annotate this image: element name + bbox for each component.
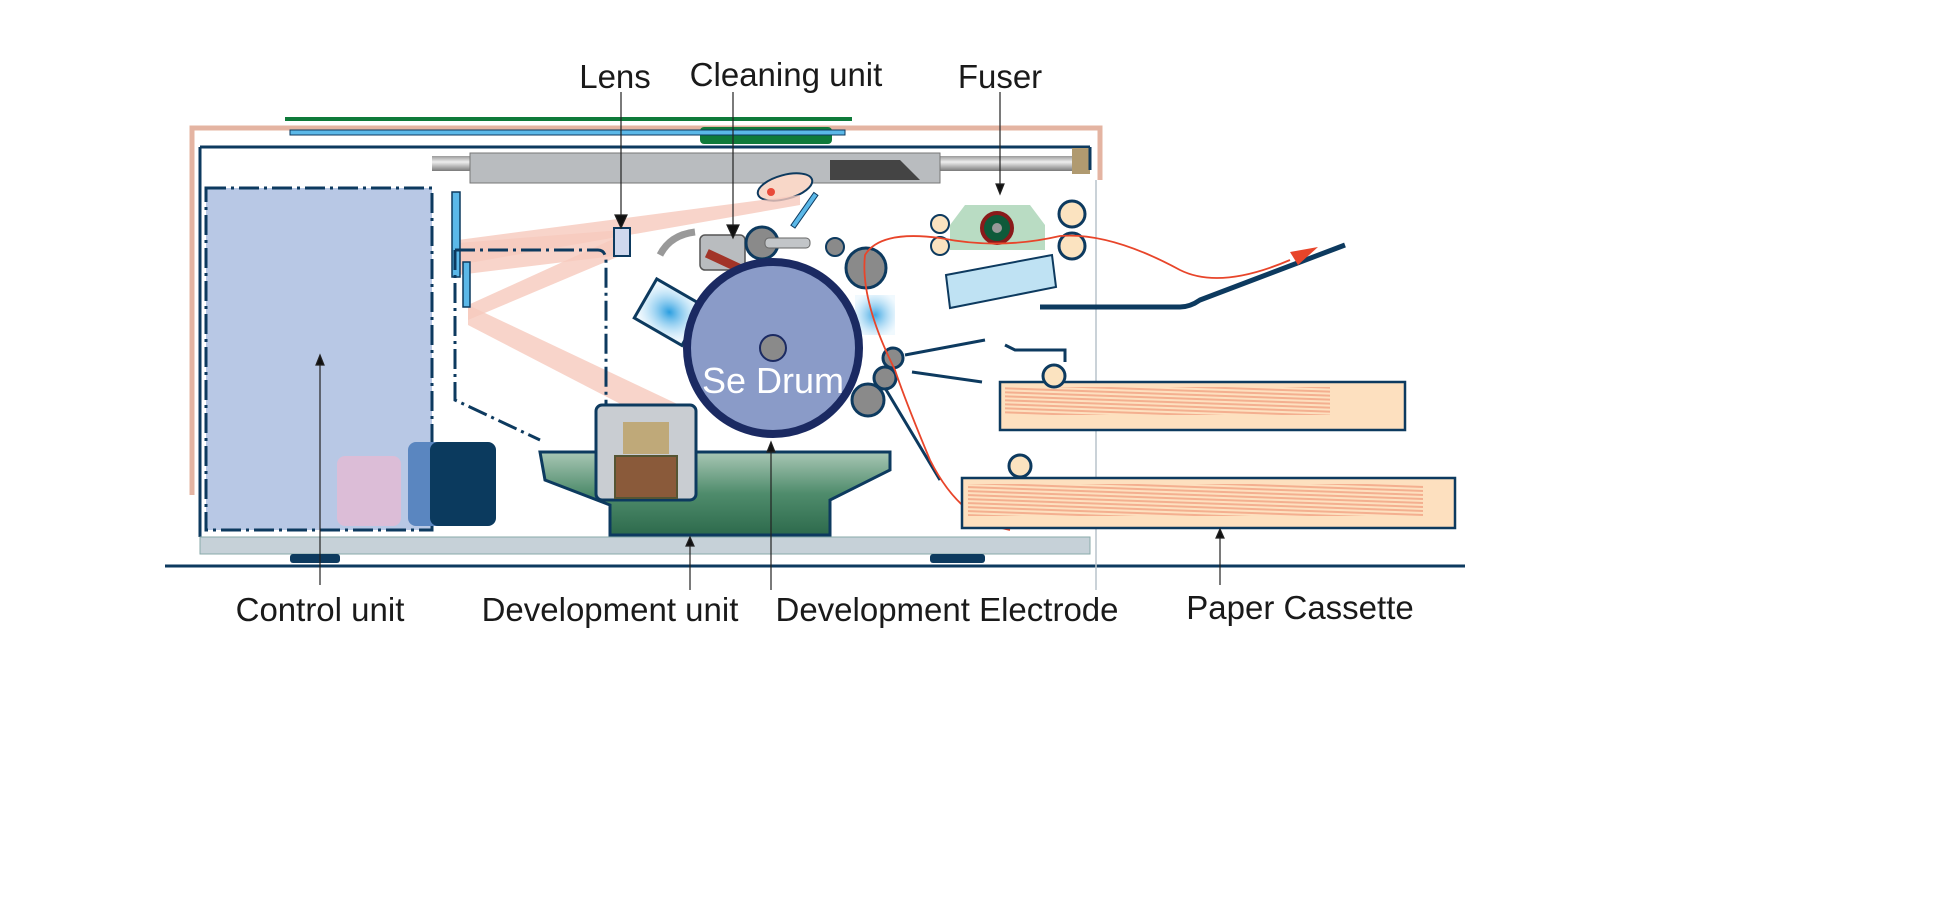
- lower-pickup-roller: [1007, 453, 1033, 479]
- cleaning-lever: [764, 237, 811, 249]
- label-fuser: Fuser: [958, 58, 1042, 95]
- transformer: [623, 422, 669, 454]
- foot-right: [930, 554, 985, 563]
- paper-exit-arrow: [1290, 247, 1318, 265]
- developer-bucket: [614, 455, 678, 499]
- label-cleaning-unit: Cleaning unit: [690, 56, 883, 93]
- label-paper-cassette: Paper Cassette: [1186, 589, 1413, 626]
- fuser-entry-roller-bottom: [930, 236, 950, 256]
- machine-frame: [198, 147, 1092, 537]
- scan-mirror: [790, 191, 819, 229]
- developer-tub: [538, 450, 892, 537]
- document-glass: [289, 129, 846, 136]
- paper-guides: [883, 338, 1067, 481]
- carriage-block: [830, 160, 920, 180]
- paper-path: [863, 234, 1291, 531]
- foot-left: [290, 554, 340, 563]
- lens-element: [613, 227, 631, 257]
- transfer-corotron: [855, 295, 895, 335]
- exit-roller-top: [1057, 199, 1087, 229]
- base-plate: [199, 536, 1091, 555]
- light-beam-2: [458, 230, 622, 275]
- optics-enclosure: [453, 248, 608, 442]
- lamp-dot: [767, 188, 775, 196]
- upper-paper-stack: [1005, 387, 1330, 415]
- outer-cover: [189, 125, 1103, 495]
- mirror-2: [462, 261, 471, 308]
- pink-module: [337, 456, 401, 526]
- output-tray: [1040, 242, 1346, 310]
- electrode-roller: [850, 382, 886, 418]
- label-control-unit: Control unit: [236, 591, 405, 628]
- fuser-lamp-housing: [944, 253, 1058, 310]
- drum-label: Se Drum: [702, 360, 844, 401]
- navy-module: [430, 442, 496, 526]
- label-development-unit: Development unit: [482, 591, 739, 628]
- drum-hub: [759, 334, 787, 362]
- fuser-entry-roller-top: [930, 214, 950, 234]
- upper-pickup-roller: [1041, 363, 1067, 389]
- guide-roller-1: [825, 237, 845, 257]
- lower-paper-stack: [968, 484, 1423, 516]
- cleaning-arm: [656, 228, 696, 257]
- leader-lines: [315, 92, 1225, 590]
- label-lens: Lens: [579, 58, 651, 95]
- heat-roller-core: [992, 223, 1002, 233]
- exit-roller-bottom: [1057, 231, 1087, 261]
- feed-roller-1: [881, 346, 905, 370]
- rail-end-cap: [1072, 148, 1090, 174]
- label-development-electrode: Development Electrode: [775, 591, 1118, 628]
- light-beam-3: [468, 235, 622, 320]
